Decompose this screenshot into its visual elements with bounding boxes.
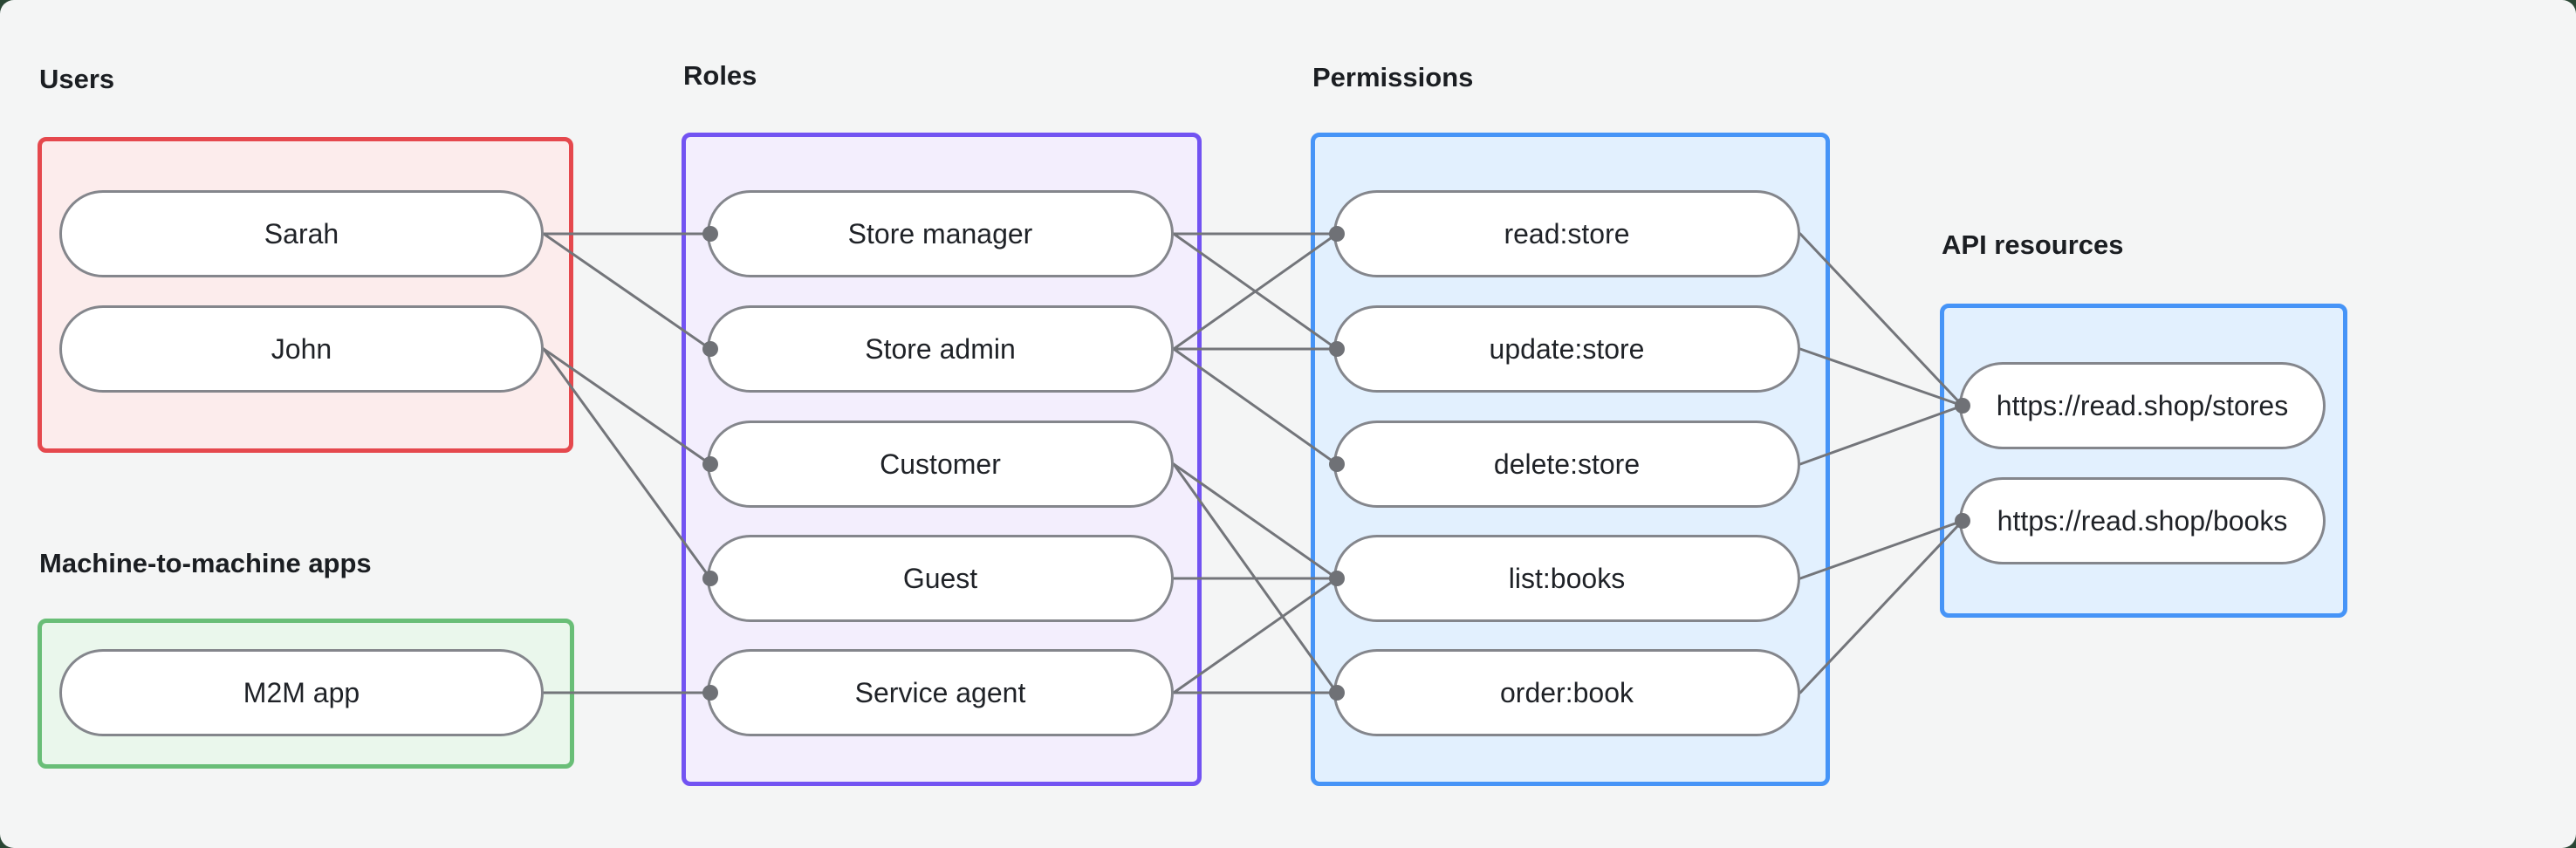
group-label-api: API resources xyxy=(1942,229,2124,260)
node-read_store: read:store xyxy=(1333,190,1800,277)
node-m2m_app: M2M app xyxy=(59,649,544,736)
node-sarah: Sarah xyxy=(59,190,544,277)
group-label-roles: Roles xyxy=(683,60,757,91)
node-update_store: update:store xyxy=(1333,305,1800,393)
group-label-m2m: Machine-to-machine apps xyxy=(39,548,372,578)
node-list_books: list:books xyxy=(1333,535,1800,622)
group-users xyxy=(38,137,573,453)
group-label-permissions: Permissions xyxy=(1312,62,1474,92)
node-delete_store: delete:store xyxy=(1333,421,1800,508)
node-stores: https://read.shop/stores xyxy=(1959,362,2326,449)
node-order_book: order:book xyxy=(1333,649,1800,736)
node-service_agent: Service agent xyxy=(707,649,1174,736)
node-books: https://read.shop/books xyxy=(1959,477,2326,564)
group-label-users: Users xyxy=(39,64,115,94)
node-guest: Guest xyxy=(707,535,1174,622)
node-customer: Customer xyxy=(707,421,1174,508)
node-john: John xyxy=(59,305,544,393)
node-store_manager: Store manager xyxy=(707,190,1174,277)
node-store_admin: Store admin xyxy=(707,305,1174,393)
